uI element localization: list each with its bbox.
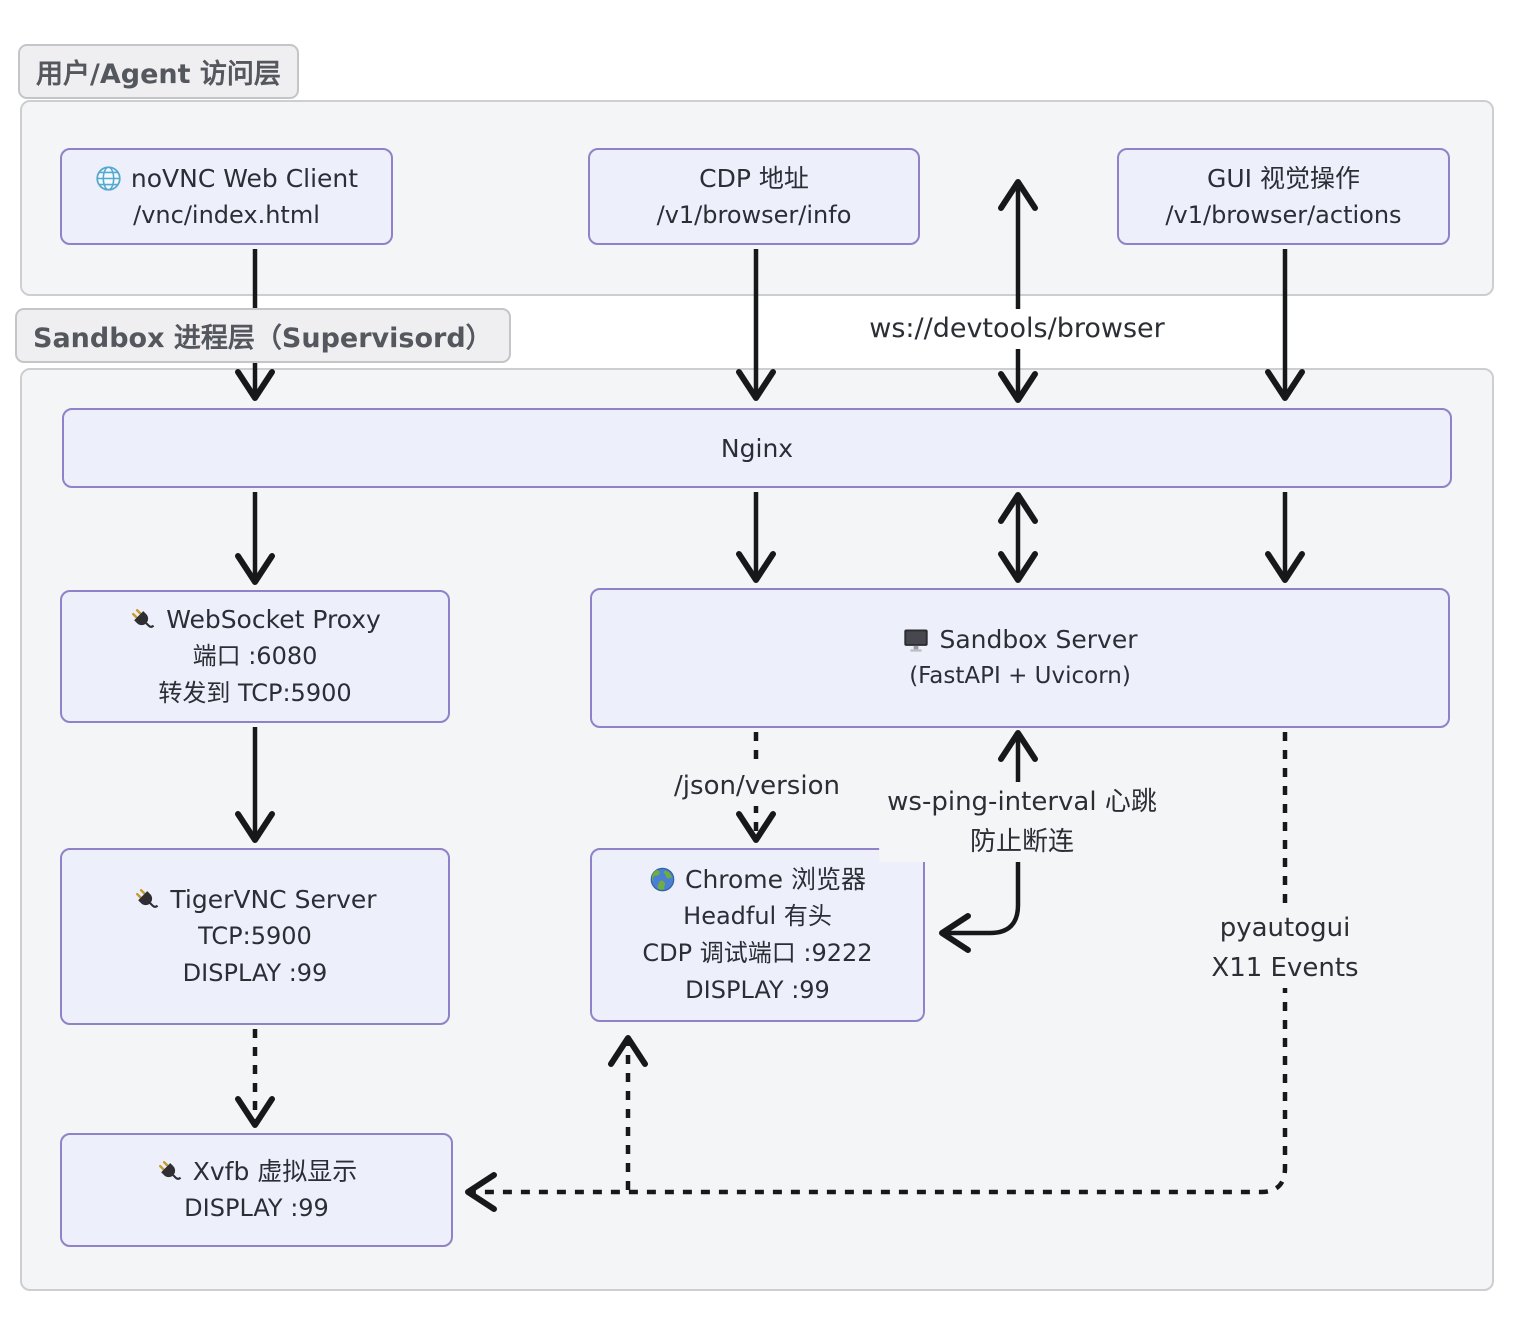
- node-subtitle: /v1/browser/actions: [1165, 200, 1402, 229]
- plug-icon: [133, 886, 161, 914]
- edge-ws-ping-bidirectional: [939, 730, 1038, 953]
- node-nginx: Nginx: [62, 408, 1452, 488]
- node-line: 端口 :6080: [192, 642, 318, 670]
- node-title: WebSocket Proxy: [166, 605, 381, 634]
- node-title: Nginx: [720, 433, 794, 463]
- node-sandbox-server: Sandbox Server (FastAPI + Uvicorn): [590, 588, 1450, 728]
- node-title: Sandbox Server: [939, 625, 1138, 654]
- edge-label-line: 防止断连: [969, 827, 1074, 857]
- node-gui-visual-actions: GUI 视觉操作 /v1/browser/actions: [1117, 148, 1450, 245]
- node-websocket-proxy: WebSocket Proxy 端口 :6080 转发到 TCP:5900: [60, 590, 450, 723]
- globe-icon: [95, 165, 122, 192]
- node-title: noVNC Web Client: [130, 163, 359, 193]
- node-title: Xvfb 虚拟显示: [192, 1157, 358, 1186]
- node-line: Headful 有头: [683, 902, 832, 930]
- node-title: Chrome 浏览器: [684, 865, 866, 894]
- node-line: CDP 调试端口 :9222: [642, 939, 873, 967]
- node-subtitle: /v1/browser/info: [656, 200, 852, 229]
- earth-icon: [649, 866, 676, 893]
- node-novnc-web-client: noVNC Web Client /vnc/index.html: [60, 148, 393, 245]
- node-cdp-address: CDP 地址 /v1/browser/info: [588, 148, 920, 245]
- node-chrome-browser: Chrome 浏览器 Headful 有头 CDP 调试端口 :9222 DIS…: [590, 848, 925, 1022]
- node-line: DISPLAY :99: [182, 959, 328, 987]
- node-subtitle: /vnc/index.html: [133, 200, 320, 229]
- node-xvfb-virtual-display: Xvfb 虚拟显示 DISPLAY :99: [60, 1133, 453, 1247]
- monitor-icon: [902, 626, 930, 654]
- node-title: CDP 地址: [699, 163, 809, 193]
- edge-label-line: X11 Events: [1211, 953, 1359, 983]
- edge-label-line: ws-ping-interval 心跳: [887, 787, 1157, 817]
- plug-icon: [156, 1158, 184, 1186]
- cluster-label-text: Sandbox 进程层（Supervisord）: [33, 323, 493, 354]
- edge-label-ws-devtools: ws://devtools/browser: [861, 309, 1173, 349]
- cluster-label-access-layer: 用户/Agent 访问层: [18, 44, 299, 99]
- edge-label-json-version: /json/version: [666, 766, 848, 806]
- cluster-label-text: 用户/Agent 访问层: [36, 59, 281, 90]
- node-subtitle: (FastAPI + Uvicorn): [909, 663, 1131, 689]
- node-line: DISPLAY :99: [685, 976, 830, 1004]
- node-title: GUI 视觉操作: [1207, 163, 1360, 193]
- node-line: 转发到 TCP:5900: [158, 679, 352, 707]
- node-tigervnc-server: TigerVNC Server TCP:5900 DISPLAY :99: [60, 848, 450, 1025]
- edge-label-pyautogui: pyautogui X11 Events: [1203, 908, 1367, 988]
- node-line: DISPLAY :99: [184, 1194, 329, 1222]
- edge-sandbox-to-xvfb-pyautogui: [465, 732, 1288, 1212]
- plug-icon: [129, 606, 157, 634]
- edge-label-line: pyautogui: [1219, 913, 1351, 943]
- node-line: TCP:5900: [198, 922, 312, 950]
- edge-label-ws-ping: ws-ping-interval 心跳 防止断连: [879, 782, 1165, 862]
- node-title: TigerVNC Server: [170, 885, 377, 914]
- cluster-label-sandbox-layer: Sandbox 进程层（Supervisord）: [15, 308, 511, 363]
